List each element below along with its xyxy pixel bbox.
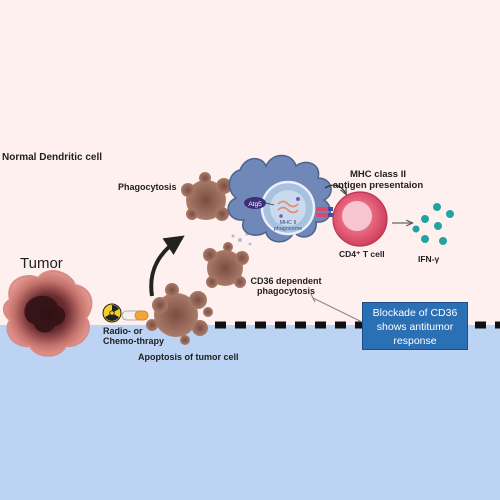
- phagosome-content: [277, 197, 300, 218]
- mhc-tcr-receptors: [316, 207, 333, 217]
- blockade-line-2: shows antitumor: [376, 321, 454, 334]
- inhibition-bar: [310, 293, 316, 303]
- phagocytosis-arrow: [149, 235, 185, 297]
- inhibition-line: [312, 297, 363, 323]
- dendritic-cell: [227, 154, 332, 243]
- apoptotic-tumor-cell: [146, 283, 213, 345]
- cd36-line-2: phagocytosis: [256, 286, 315, 297]
- cd36-label: CD36 dependent phagocytosis: [246, 276, 326, 297]
- blockade-line-3: response: [393, 335, 437, 348]
- atg5-label: Atg5: [248, 201, 262, 208]
- cd36-line-1: CD36 dependent: [250, 276, 322, 286]
- mhc-phagosome-line-2: phagosome: [273, 226, 303, 233]
- normal-dc-label: Normal Dendritic cell: [2, 152, 103, 163]
- ifn-gamma-label: IFN-γ: [418, 254, 440, 264]
- phagocytosis-label: Phagocytosis: [118, 182, 177, 192]
- pill-capsule-icon: [121, 310, 149, 321]
- tumor-mass: [3, 270, 93, 357]
- lower-background: [0, 325, 500, 500]
- debris-particles: [231, 232, 252, 246]
- mhc-phagosome-line-1: MHC II: [279, 220, 297, 226]
- blockade-line-1: Blockade of CD36: [372, 307, 458, 319]
- apoptosis-label: Apoptosis of tumor cell: [138, 352, 239, 362]
- therapy-line-2: Chemo-thrapy: [103, 336, 165, 347]
- mhc-phagosome-label: MHC II phagosome: [268, 220, 308, 233]
- therapy-line-1: Radio- or: [103, 326, 143, 336]
- mhc-presentation-label: MHC class II antigen presentaion: [318, 169, 438, 192]
- mhc-presentation-line-2: antigen presentaion: [332, 179, 424, 191]
- cd4-t-cell: [332, 191, 388, 247]
- blockade-cd36-box: Blockade of CD36 shows antitumor respons…: [362, 302, 468, 350]
- atg5-badge: Atg5: [244, 197, 266, 209]
- cd4-t-cell-label: CD4⁺ T cell: [339, 249, 385, 259]
- cd36-debris: [203, 242, 249, 288]
- atg5-arrow: [265, 202, 275, 206]
- antigen-presentation-arrow: [324, 184, 346, 194]
- therapy-label: Radio- or Chemo-thrapy: [103, 326, 164, 347]
- ifn-gamma-dots: [412, 203, 454, 245]
- radiation-icon: [102, 303, 122, 323]
- tumor-label: Tumor: [20, 255, 63, 272]
- phagocytosed-debris: [181, 172, 232, 221]
- mhc-presentation-line-1: MHC class II: [350, 169, 406, 180]
